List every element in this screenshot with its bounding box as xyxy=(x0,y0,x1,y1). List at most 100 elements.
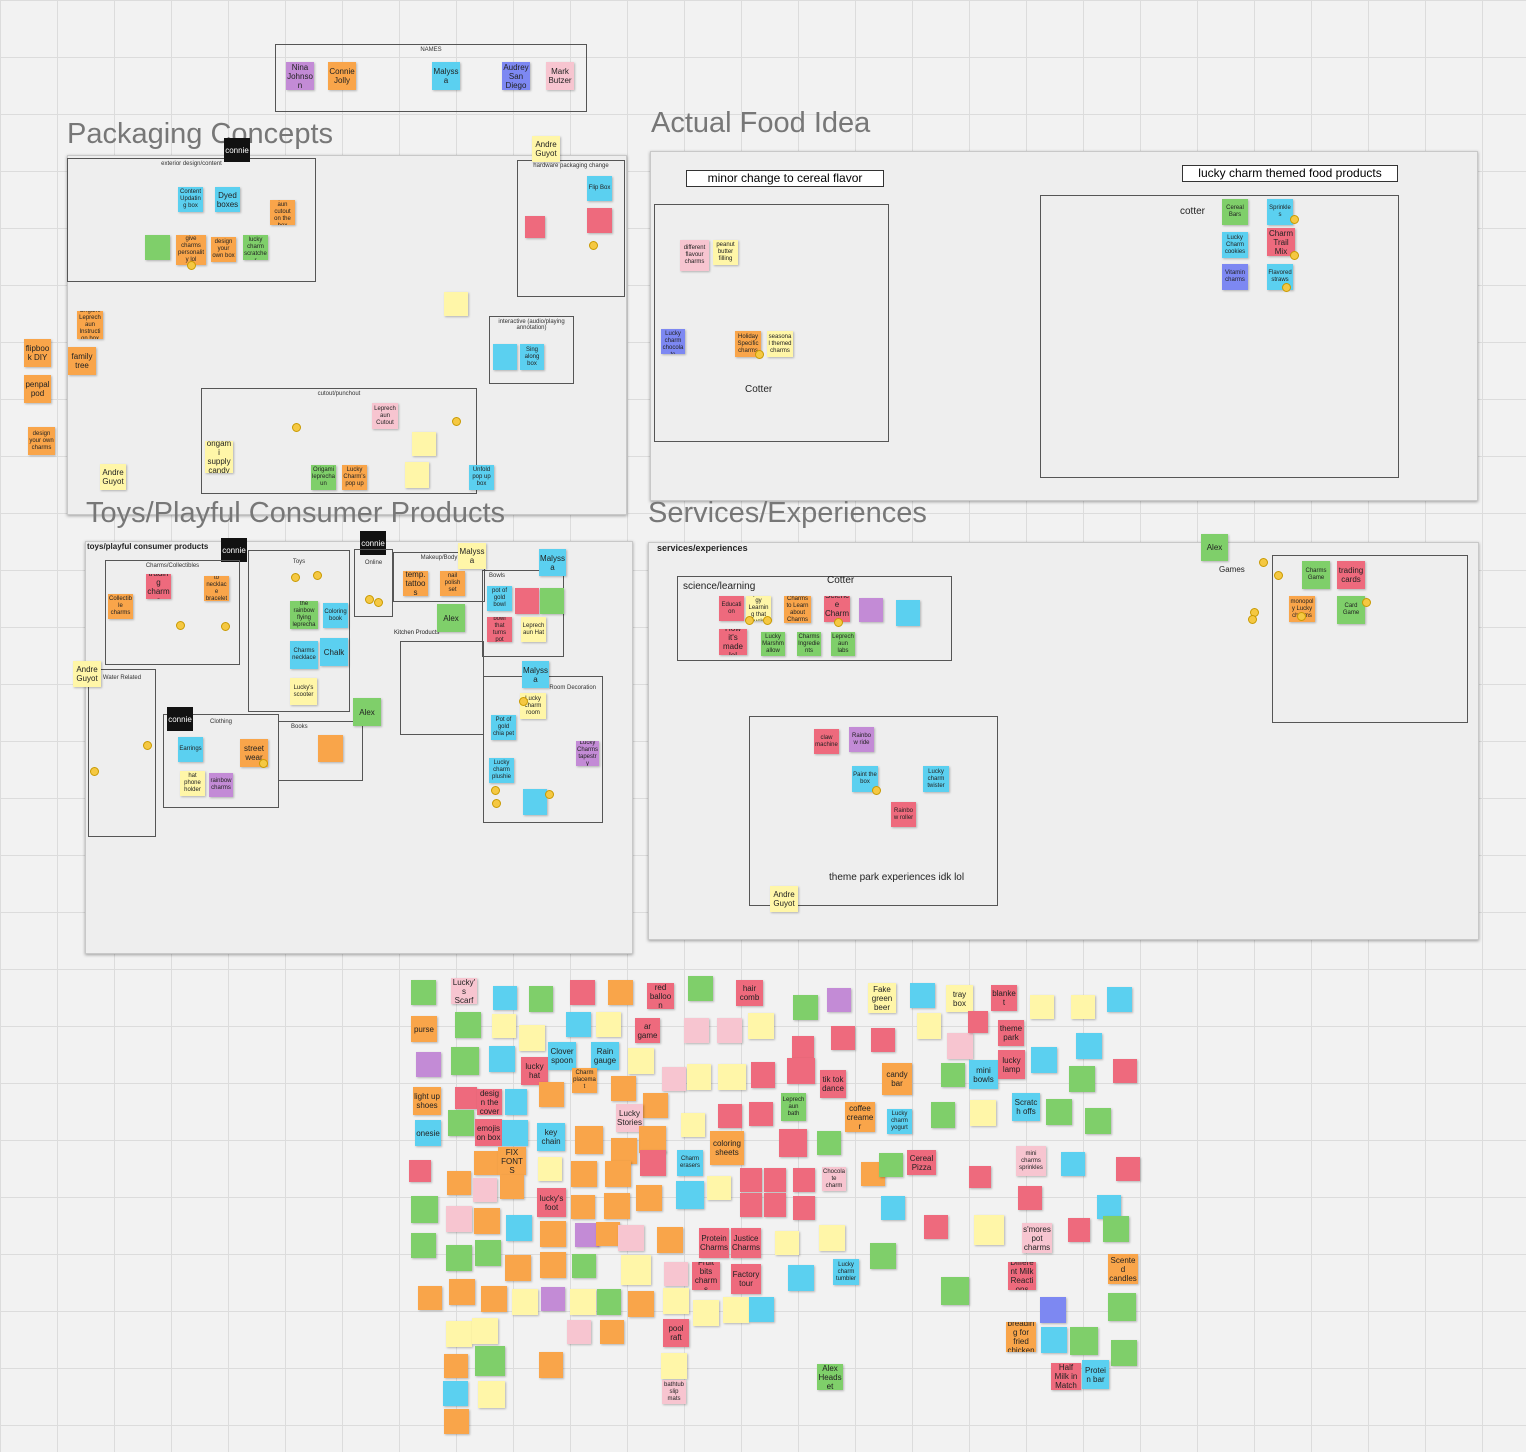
sticky-blank[interactable] xyxy=(145,235,170,260)
sticky[interactable]: Science Charms xyxy=(824,596,850,622)
sticky[interactable] xyxy=(455,1012,481,1038)
sticky[interactable]: Dyed boxes xyxy=(215,187,240,212)
sticky-blank[interactable] xyxy=(793,1168,815,1192)
sticky-blank[interactable] xyxy=(540,588,564,614)
sticky[interactable]: Different Milk Reactions xyxy=(1008,1262,1036,1290)
sticky[interactable]: theme park xyxy=(998,1020,1024,1046)
sticky-blank[interactable] xyxy=(493,344,517,370)
sticky[interactable] xyxy=(572,1254,596,1278)
sticky[interactable] xyxy=(529,986,553,1012)
sticky-malyssa-toys2[interactable]: Malyssa xyxy=(539,549,566,576)
sticky[interactable] xyxy=(472,1318,498,1344)
sticky[interactable]: Charms to Learn about Charms xyxy=(784,596,811,623)
sticky[interactable] xyxy=(608,980,633,1005)
sticky[interactable] xyxy=(681,1113,705,1137)
sticky[interactable] xyxy=(502,1120,528,1146)
sticky[interactable]: Factory tour xyxy=(731,1264,761,1294)
sticky[interactable] xyxy=(1069,1066,1095,1092)
sticky[interactable] xyxy=(748,1013,774,1039)
sticky[interactable]: Lucky Stories xyxy=(616,1104,643,1132)
sticky-blank[interactable] xyxy=(523,789,547,815)
sticky-blank[interactable] xyxy=(764,1193,786,1217)
sticky[interactable]: temp. tattoos xyxy=(403,571,428,596)
sticky[interactable] xyxy=(639,1126,666,1153)
sticky-blank[interactable] xyxy=(764,1168,786,1192)
sticky[interactable] xyxy=(411,980,436,1005)
sticky[interactable]: peanut butter filling xyxy=(713,240,738,265)
sticky[interactable]: origami supply candy xyxy=(205,441,233,473)
sticky[interactable] xyxy=(910,983,935,1008)
sticky-blank[interactable] xyxy=(1116,1157,1140,1181)
sticky[interactable] xyxy=(662,1067,686,1091)
sticky[interactable] xyxy=(643,1093,668,1118)
connie-tag-online[interactable]: connie xyxy=(360,531,386,555)
sticky[interactable] xyxy=(575,1223,599,1247)
sticky[interactable] xyxy=(693,1300,719,1326)
sticky[interactable]: Vitamin charms xyxy=(1222,264,1248,290)
sticky-mark[interactable]: Mark Butzer xyxy=(546,62,574,90)
sticky-blank[interactable] xyxy=(444,292,468,316)
sticky[interactable] xyxy=(505,1255,531,1281)
sticky[interactable] xyxy=(611,1138,637,1164)
sticky[interactable] xyxy=(596,1012,621,1037)
sticky[interactable]: hat phone holder xyxy=(180,771,205,796)
sticky[interactable]: bathtub slip mats xyxy=(662,1380,686,1404)
sticky[interactable]: Fake green beer xyxy=(868,983,896,1013)
sticky[interactable]: Origami leprechaun xyxy=(311,465,336,490)
sticky[interactable] xyxy=(478,1381,505,1408)
sticky[interactable]: Protein Charms xyxy=(699,1228,729,1258)
sticky[interactable] xyxy=(640,1150,666,1176)
sticky[interactable]: Lucky Charms tapestry xyxy=(576,741,599,766)
sticky[interactable]: light up shoes xyxy=(413,1087,441,1115)
sticky[interactable]: emojis on box xyxy=(475,1119,502,1146)
sticky[interactable] xyxy=(611,1076,636,1101)
sticky[interactable]: charms to necklace bracelets xyxy=(204,576,229,601)
sticky[interactable]: Scratch offs xyxy=(1012,1093,1040,1121)
sticky[interactable] xyxy=(657,1227,683,1253)
sticky[interactable] xyxy=(970,1100,996,1126)
sticky[interactable]: Coloring book xyxy=(323,603,348,628)
sticky-blank[interactable] xyxy=(968,1011,988,1033)
sticky[interactable] xyxy=(684,1018,709,1043)
sticky[interactable] xyxy=(481,1286,507,1312)
sticky-blank[interactable] xyxy=(525,216,545,238)
sticky[interactable]: tray box xyxy=(946,985,973,1012)
sticky[interactable] xyxy=(492,1014,516,1038)
sticky[interactable] xyxy=(687,1064,711,1090)
sticky[interactable] xyxy=(475,1346,505,1376)
sticky-blank[interactable] xyxy=(740,1193,762,1217)
sticky[interactable] xyxy=(924,1215,948,1239)
sticky[interactable]: rainbow charms xyxy=(209,773,233,797)
sticky[interactable]: mini bowls xyxy=(969,1060,998,1089)
sticky[interactable]: Lucky Charm cookies xyxy=(1222,232,1248,258)
sticky[interactable] xyxy=(411,1233,436,1258)
sticky-blank[interactable] xyxy=(412,432,436,456)
sticky[interactable]: Lucky charm yogurt xyxy=(887,1109,912,1134)
sticky[interactable]: Lucky charm twister xyxy=(923,766,949,792)
sticky[interactable]: Lucky charm tumbler xyxy=(833,1259,859,1285)
sticky[interactable] xyxy=(749,1297,774,1322)
sticky[interactable] xyxy=(1076,1033,1102,1059)
sticky[interactable] xyxy=(779,1129,807,1157)
sticky[interactable] xyxy=(707,1176,731,1200)
sticky[interactable] xyxy=(661,1353,687,1379)
sticky[interactable]: hair comb xyxy=(736,980,763,1006)
sticky[interactable]: Scented candles xyxy=(1108,1254,1138,1284)
sticky[interactable] xyxy=(717,1018,742,1043)
sticky[interactable]: Charms necklace xyxy=(290,641,318,669)
sticky[interactable] xyxy=(566,1012,591,1037)
sticky[interactable]: claw machine xyxy=(814,729,839,754)
sticky[interactable]: bowl that turns pot xyxy=(487,617,512,642)
sticky[interactable] xyxy=(628,1291,654,1317)
sticky[interactable] xyxy=(538,1157,562,1181)
sticky-audrey[interactable]: Audrey San Diego xyxy=(502,62,530,90)
sticky-connie[interactable]: Connie Jolly xyxy=(328,62,356,90)
sticky[interactable] xyxy=(475,1240,501,1266)
sticky[interactable]: lucky hat xyxy=(521,1057,548,1085)
sticky[interactable]: Card Game xyxy=(1337,596,1365,624)
sticky[interactable]: purse xyxy=(411,1016,437,1042)
sticky[interactable] xyxy=(1030,995,1054,1019)
sticky[interactable] xyxy=(539,1082,564,1107)
sticky[interactable] xyxy=(1111,1340,1137,1366)
sticky[interactable] xyxy=(1085,1108,1111,1134)
